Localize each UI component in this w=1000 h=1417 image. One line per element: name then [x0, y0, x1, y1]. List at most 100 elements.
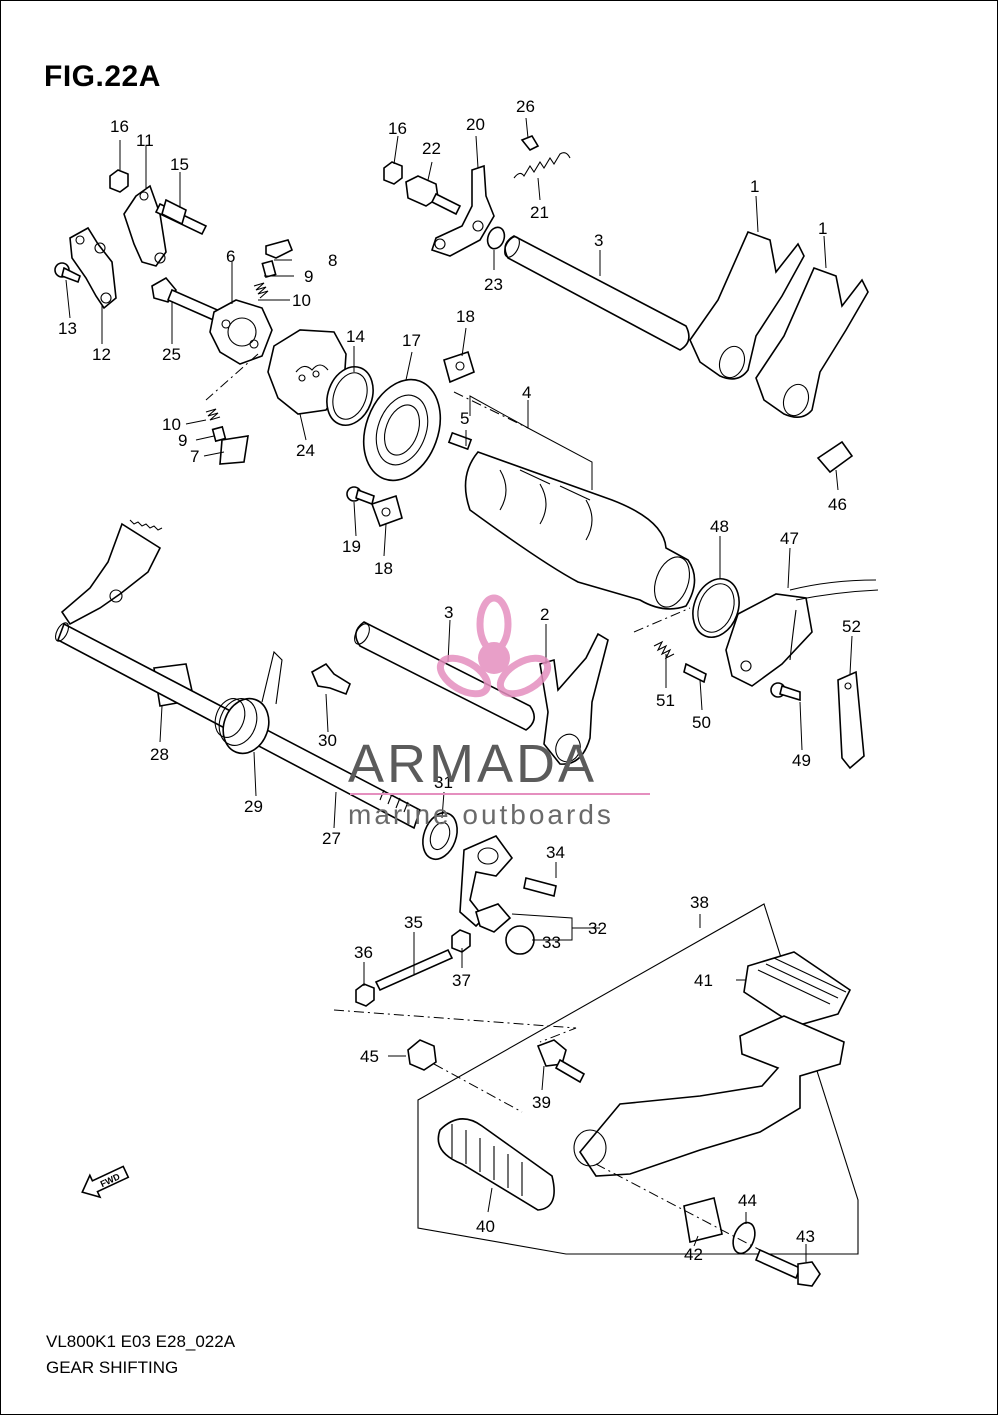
callout-25: 25	[162, 345, 181, 364]
part-18-plate	[443, 350, 475, 384]
part-43-bolt	[754, 1248, 821, 1287]
callout-27: 27	[322, 829, 341, 848]
part-51-spring	[653, 640, 675, 660]
callout-40: 40	[476, 1217, 495, 1236]
callout-30: 30	[318, 731, 337, 750]
callout-29: 29	[244, 797, 263, 816]
part-38-gearshift-lever	[573, 1015, 845, 1177]
callout-36: 36	[354, 943, 373, 962]
part-10b-spring	[205, 408, 221, 421]
callout-7: 7	[190, 447, 199, 466]
part-1-shift-fork-a	[689, 230, 805, 380]
callout-47: 47	[780, 529, 799, 548]
part-25-bolt	[151, 276, 224, 324]
callout-3: 3	[444, 603, 453, 622]
part-26-bolt	[520, 135, 540, 152]
part-29-return-spring	[214, 650, 283, 755]
part-32-shift-lever	[459, 835, 514, 928]
callout-labels: 1 1 2 3 3 4 5 6 7 8 9 9 10 10 11 12 13 1…	[58, 97, 861, 1264]
watermark-tagline: marine outboards	[348, 799, 614, 830]
part-19-screw	[346, 486, 375, 506]
part-9-pin	[261, 259, 277, 279]
callout-52: 52	[842, 617, 861, 636]
part-2-shift-fork	[539, 632, 609, 765]
part-30-bolt	[310, 662, 351, 696]
callout-11: 11	[136, 131, 154, 150]
part-46-clamp	[816, 440, 854, 474]
callout-8: 8	[328, 251, 337, 270]
callout-38: 38	[690, 893, 709, 912]
part-39-bolt	[536, 1039, 586, 1084]
part-6-cam-driven-gear	[209, 299, 273, 365]
callout-31: 31	[434, 773, 453, 792]
figure-title: FIG.22A	[44, 60, 161, 93]
callout-48: 48	[710, 517, 729, 536]
callout-22: 22	[422, 139, 441, 158]
callout-10: 10	[292, 291, 311, 310]
part-40-footrest-rubber	[437, 1118, 555, 1211]
callout-18: 18	[456, 307, 475, 326]
part-17-bearing	[362, 378, 442, 482]
watermark: ARMADA marine outboards	[348, 594, 650, 830]
part-45-nut	[407, 1039, 437, 1071]
callout-41: 41	[694, 971, 713, 990]
part-3-shift-fork-shaft-top	[504, 235, 690, 351]
callout-49: 49	[792, 751, 811, 770]
fwd-arrow-icon: FWD	[81, 1165, 130, 1199]
part-7-pawl	[219, 435, 249, 465]
part-33-joint	[475, 903, 535, 955]
callout-21: 21	[530, 203, 549, 222]
part-5-pin	[447, 431, 473, 451]
callout-2: 2	[540, 605, 549, 624]
callout-51: 51	[656, 691, 675, 710]
callout-50: 50	[692, 713, 711, 732]
part-22-spacer	[405, 175, 462, 216]
callout-26: 26	[516, 97, 535, 116]
part-10-spring	[253, 282, 269, 299]
part-18b-plate	[370, 494, 403, 528]
callout-35: 35	[404, 913, 423, 932]
callout-28: 28	[150, 745, 169, 764]
part-47-gear-position-switch	[725, 579, 879, 687]
part-52-clamp	[837, 670, 865, 770]
part-1-shift-fork-b	[755, 266, 869, 418]
callout-17: 17	[402, 331, 421, 350]
callout-13: 13	[58, 319, 77, 338]
part-12-plate	[69, 226, 117, 310]
watermark-propeller-icon	[436, 594, 552, 698]
callout-4: 4	[522, 383, 531, 402]
callout-43: 43	[796, 1227, 815, 1246]
center-lines	[205, 353, 761, 1251]
part-37-nut	[451, 929, 471, 953]
part-8-pawl	[265, 239, 294, 259]
callout-34: 34	[546, 843, 565, 862]
part-49-bolt	[770, 682, 801, 702]
callout-9: 9	[304, 267, 313, 286]
callout-20: 20	[466, 115, 485, 134]
callout-9: 9	[178, 431, 187, 450]
callout-18: 18	[374, 559, 393, 578]
shift-arm-plate	[60, 519, 163, 626]
callout-46: 46	[828, 495, 847, 514]
callout-10: 10	[162, 415, 181, 434]
part-44-washer	[732, 1221, 756, 1255]
part-16b-nut	[383, 161, 403, 185]
callout-37: 37	[452, 971, 471, 990]
callout-39: 39	[532, 1093, 551, 1112]
callout-23: 23	[484, 275, 503, 294]
callout-42: 42	[684, 1245, 703, 1264]
part-23-washer	[486, 226, 506, 250]
part-50-pin	[683, 662, 707, 684]
callout-33: 33	[542, 933, 561, 952]
callout-16: 16	[110, 117, 129, 136]
callout-45: 45	[360, 1047, 379, 1066]
part-9b-pin	[211, 425, 227, 443]
figure-code: VL800K1 E03 E28_022A	[46, 1332, 236, 1351]
part-13-bolt	[54, 262, 81, 284]
part-15-stud	[154, 198, 208, 236]
part-36-nut	[355, 983, 375, 1007]
callout-6: 6	[226, 247, 235, 266]
leader-lines	[65, 117, 853, 1262]
part-34-bolt	[523, 877, 557, 897]
